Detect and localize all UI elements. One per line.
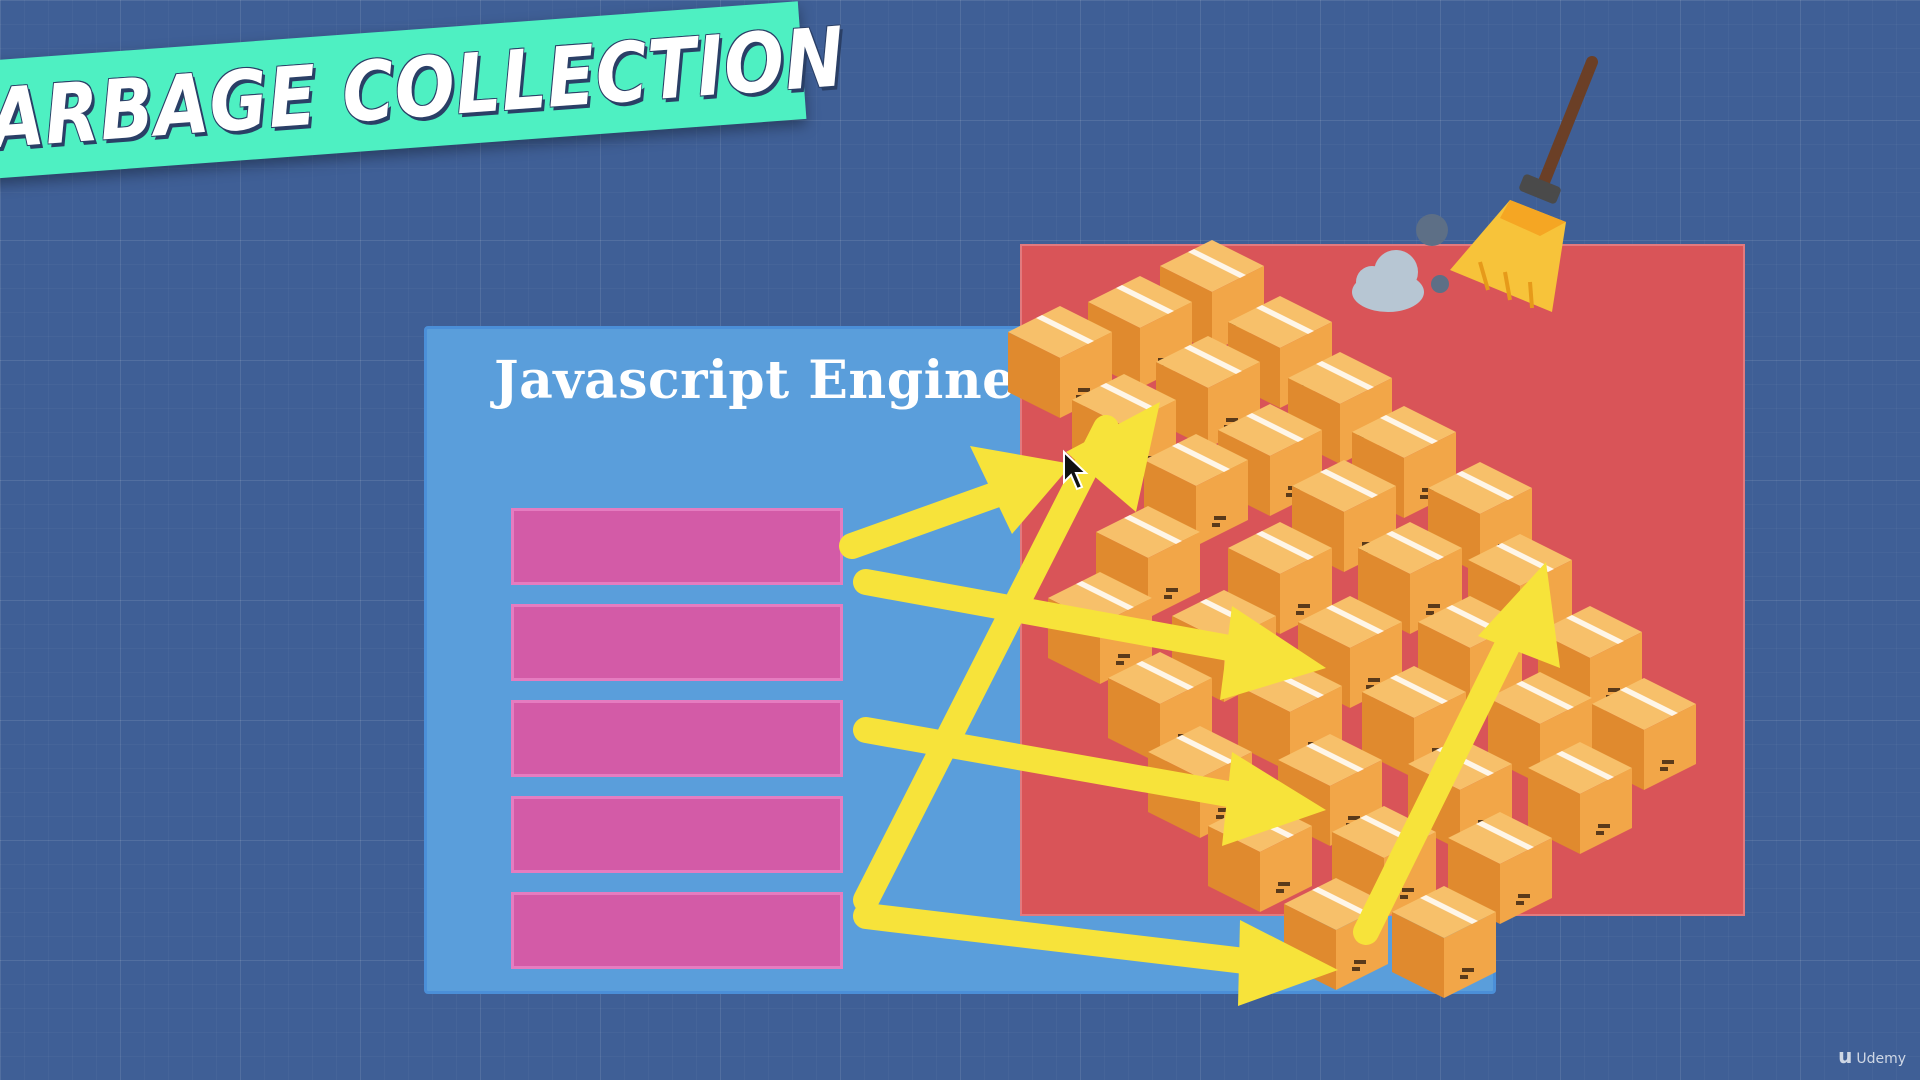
reference-arrow bbox=[839, 473, 1033, 559]
reference-arrow bbox=[853, 415, 1119, 913]
arrowhead bbox=[1238, 920, 1338, 1006]
arrowhead bbox=[1478, 562, 1560, 668]
stack-frame bbox=[511, 892, 843, 969]
stack-frame bbox=[511, 604, 843, 681]
arrow-heads bbox=[970, 402, 1560, 1006]
reference-arrow bbox=[1353, 607, 1533, 945]
stack-frame bbox=[511, 796, 843, 873]
engine-label: Javascript Engine bbox=[494, 350, 1016, 411]
dust-cloud-icon bbox=[1352, 214, 1449, 312]
broom-icon bbox=[1450, 56, 1598, 312]
arrowhead bbox=[970, 446, 1072, 534]
mouse-cursor-icon bbox=[1063, 449, 1089, 491]
arrowhead bbox=[1222, 752, 1326, 846]
arrowhead bbox=[1220, 606, 1326, 700]
reference-arrows bbox=[839, 415, 1533, 977]
stack-frame bbox=[511, 700, 843, 777]
reference-arrow bbox=[853, 569, 1275, 667]
udemy-logo-icon: u bbox=[1838, 1044, 1853, 1068]
arrowhead bbox=[1066, 402, 1160, 512]
stack-frame bbox=[511, 508, 843, 585]
watermark-text: Udemy bbox=[1856, 1051, 1906, 1067]
reference-arrow bbox=[853, 903, 1283, 977]
